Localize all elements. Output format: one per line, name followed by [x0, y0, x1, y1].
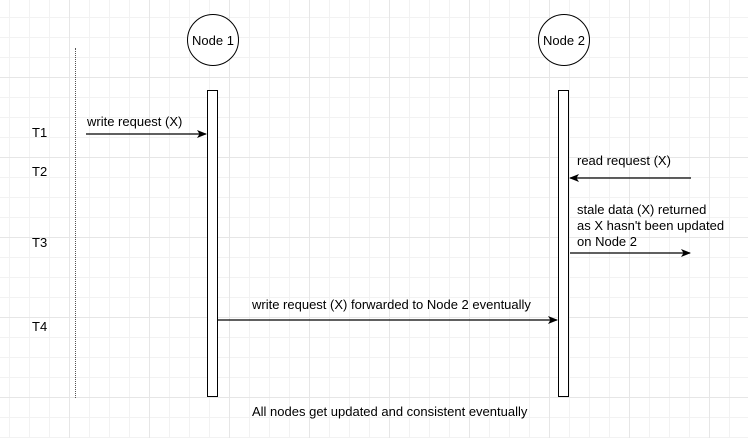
read-request-label: read request (X) [577, 153, 671, 168]
footer-caption: All nodes get updated and consistent eve… [252, 404, 528, 419]
stale-data-line-3: on Node 2 [577, 234, 637, 249]
time-label-t4: T4 [32, 319, 48, 334]
time-label-t2: T2 [32, 164, 48, 179]
forwarded-request-label: write request (X) forwarded to Node 2 ev… [252, 297, 531, 312]
time-axis-dotted-line [75, 48, 76, 398]
node-1-label: Node 1 [192, 32, 234, 48]
node-2-circle: Node 2 [538, 14, 590, 66]
time-label-t3: T3 [32, 235, 48, 250]
node-1-circle: Node 1 [187, 14, 239, 66]
stale-data-label: stale data (X) returned as X hasn't been… [577, 202, 724, 250]
write-request-label: write request (X) [87, 114, 183, 129]
node-1-lifeline [207, 90, 218, 397]
node-2-lifeline [558, 90, 569, 397]
time-label-t1: T1 [32, 125, 48, 140]
stale-data-line-1: stale data (X) returned [577, 202, 707, 217]
node-2-label: Node 2 [543, 32, 585, 48]
stale-data-line-2: as X hasn't been updated [577, 218, 725, 233]
